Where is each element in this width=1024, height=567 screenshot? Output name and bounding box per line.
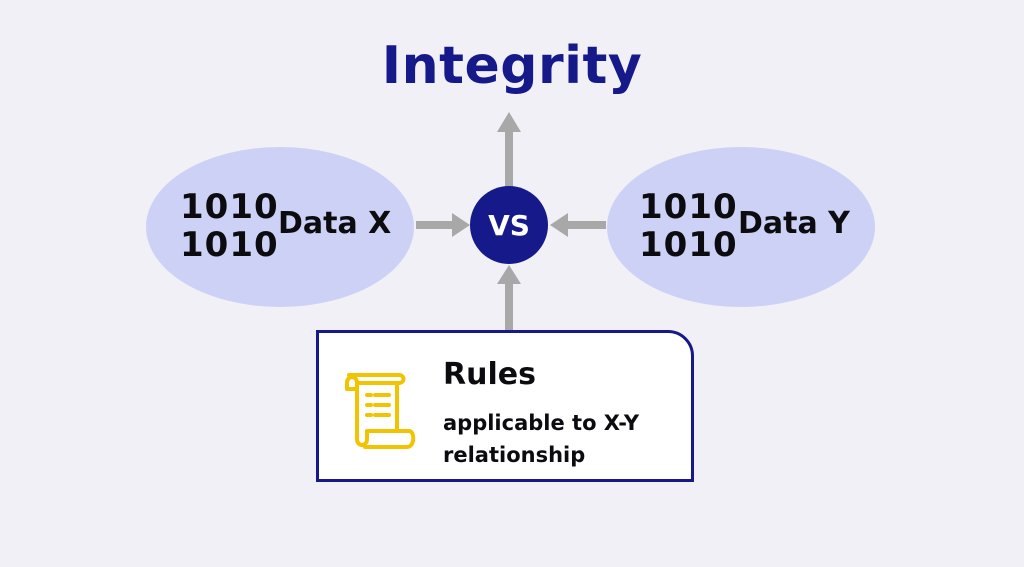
- arrow-up-head: [497, 112, 521, 132]
- vs-label: VS: [488, 208, 530, 242]
- arrow-from-rules-head: [497, 265, 521, 284]
- data-y-binary-icon: 1010 1010: [639, 188, 738, 264]
- vs-circle: VS: [470, 186, 548, 264]
- data-x-ellipse: [146, 147, 414, 307]
- rules-box: Rules applicable to X-Y relationship: [316, 330, 694, 482]
- rules-subtitle: applicable to X-Y relationship: [443, 411, 640, 467]
- arrow-from-rules-shaft: [505, 282, 513, 330]
- data-x-binary-icon: 1010 1010: [180, 188, 279, 264]
- arrow-up-shaft: [505, 130, 513, 186]
- data-y-binary-line-1: 1010: [639, 187, 738, 227]
- diagram-title: Integrity: [381, 36, 643, 96]
- data-y-label: Data Y: [738, 206, 850, 241]
- arrow-from-x-shaft: [416, 221, 454, 229]
- data-y-binary-line-2: 1010: [639, 225, 738, 265]
- arrow-from-y-head: [550, 213, 568, 237]
- rules-title: Rules: [443, 357, 536, 392]
- scroll-icon: [345, 373, 416, 449]
- data-x-label: Data X: [278, 206, 392, 241]
- data-x-binary-line-2: 1010: [180, 225, 279, 265]
- data-y-ellipse: [607, 147, 875, 307]
- arrow-from-y-shaft: [566, 221, 606, 229]
- arrow-from-x-head: [452, 213, 470, 237]
- data-x-binary-line-1: 1010: [180, 187, 279, 227]
